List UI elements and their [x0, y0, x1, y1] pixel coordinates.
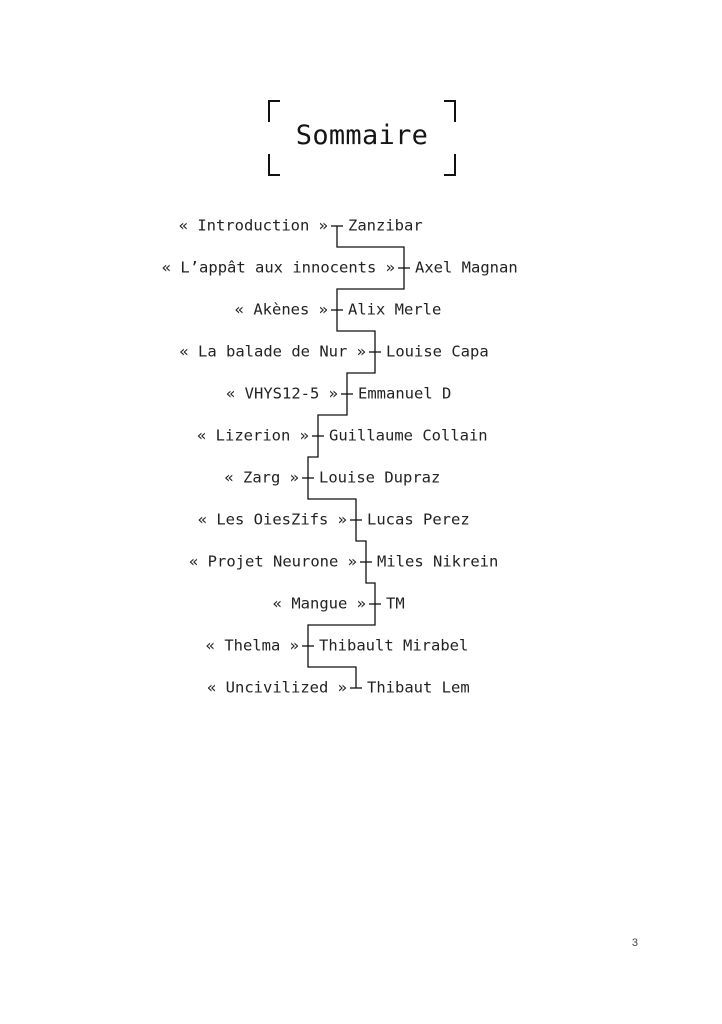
- toc-entry: « Les OiesZifs » Lucas Perez: [198, 511, 470, 529]
- toc-author: Thibaut Lem: [367, 679, 470, 697]
- toc-work-title: « Lizerion »: [197, 427, 309, 445]
- toc-author: Guillaume Collain: [329, 427, 488, 445]
- bracket-bottom-left: [268, 154, 280, 176]
- toc-work-title: « Projet Neurone »: [189, 553, 357, 571]
- bracket-top-left: [268, 100, 280, 122]
- toc-entry: « Akènes » Alix Merle: [235, 301, 442, 319]
- toc-entry: « Mangue » TM: [273, 595, 405, 613]
- toc-connector-line: [307, 226, 405, 688]
- toc-author: Zanzibar: [348, 217, 423, 235]
- page-title: Sommaire: [295, 120, 429, 151]
- toc-author: Miles Nikrein: [377, 553, 498, 571]
- toc-entry: « L’appât aux innocents » Axel Magnan: [162, 259, 518, 277]
- toc-work-title: « Uncivilized »: [207, 679, 347, 697]
- toc-work-title: « Akènes »: [235, 301, 328, 319]
- toc-entry: « La balade de Nur » Louise Capa: [179, 343, 488, 361]
- toc-author: TM: [386, 595, 405, 613]
- toc-author: Louise Dupraz: [319, 469, 440, 487]
- toc-entry: « Introduction » Zanzibar: [179, 217, 423, 235]
- toc-work-title: « Mangue »: [273, 595, 366, 613]
- toc-work-title: « La balade de Nur »: [179, 343, 366, 361]
- toc-work-title: « Zarg »: [224, 469, 299, 487]
- toc-work-title: « L’appât aux innocents »: [162, 259, 395, 277]
- title-frame: Sommaire: [262, 96, 462, 180]
- toc-work-title: « Les OiesZifs »: [198, 511, 347, 529]
- toc-author: Lucas Perez: [367, 511, 470, 529]
- toc-entry: « Zarg » Louise Dupraz: [224, 469, 440, 487]
- toc-work-title: « Introduction »: [179, 217, 328, 235]
- toc-entry: « VHYS12-5 » Emmanuel D: [226, 385, 451, 403]
- toc-entry: « Projet Neurone » Miles Nikrein: [189, 553, 498, 571]
- toc-author: Thibault Mirabel: [319, 637, 468, 655]
- toc-work-title: « VHYS12-5 »: [226, 385, 338, 403]
- toc-work-title: « Thelma »: [206, 637, 299, 655]
- toc-entry: « Uncivilized » Thibaut Lem: [207, 679, 470, 697]
- toc-entry: « Lizerion » Guillaume Collain: [197, 427, 488, 445]
- toc-entry: « Thelma » Thibault Mirabel: [206, 637, 469, 655]
- toc-author: Alix Merle: [348, 301, 441, 319]
- toc-author: Axel Magnan: [415, 259, 518, 277]
- toc-author: Emmanuel D: [358, 385, 451, 403]
- bracket-top-right: [444, 100, 456, 122]
- page-number: 3: [631, 937, 638, 949]
- toc-author: Louise Capa: [386, 343, 489, 361]
- bracket-bottom-right: [444, 154, 456, 176]
